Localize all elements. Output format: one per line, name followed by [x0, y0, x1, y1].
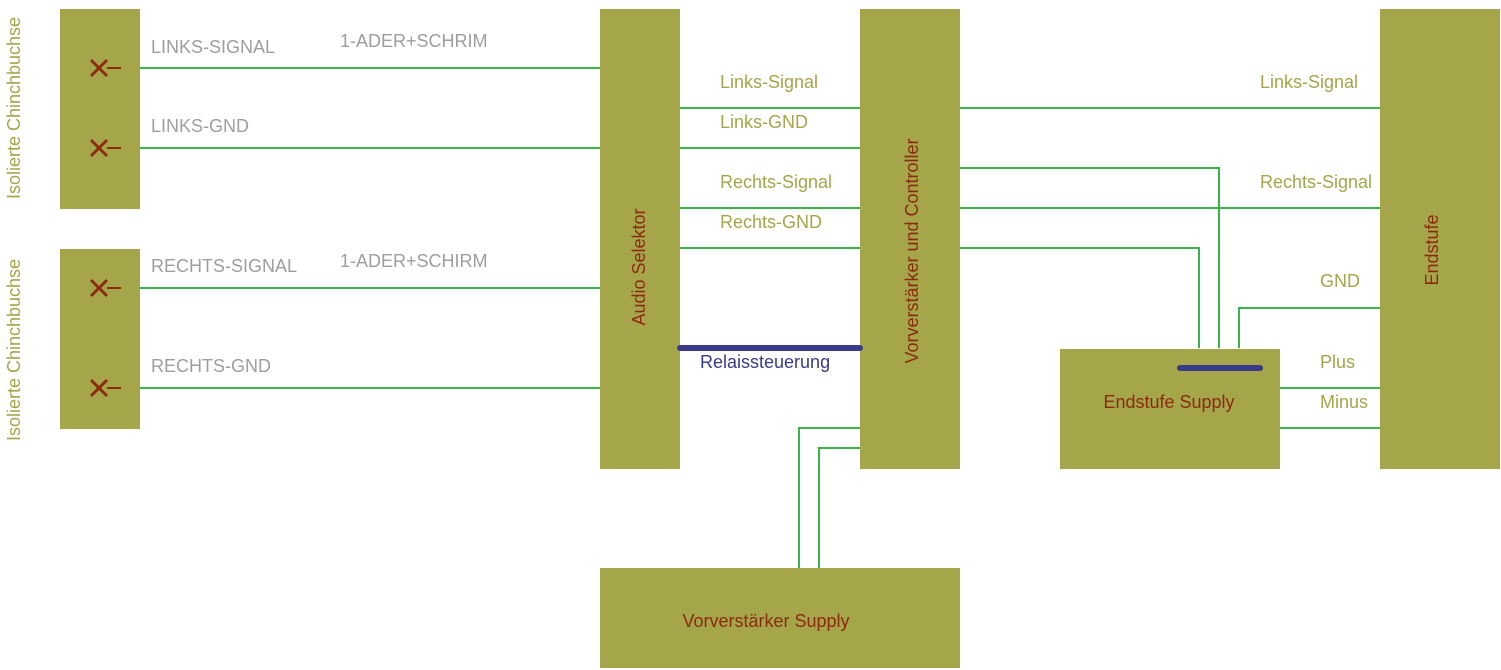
- endstufe-block: [1380, 9, 1500, 469]
- wires: [140, 67, 1380, 568]
- vorverstaerker-supply-block: [600, 568, 960, 668]
- label-mid-links-signal: Links-Signal: [720, 72, 818, 92]
- wire-supply-a: [798, 427, 860, 568]
- label-out-gnd: GND: [1320, 271, 1360, 291]
- wire-ctrl-b: [960, 247, 1200, 348]
- label-links-gnd: LINKS-GND: [151, 116, 249, 136]
- chinch-block-links: [60, 9, 140, 209]
- label-out-plus: Plus: [1320, 352, 1355, 372]
- x-mark-icon: [89, 58, 121, 78]
- vorverstaerker-supply-title: Vorverstärker Supply: [682, 611, 849, 631]
- label-out-minus: Minus: [1320, 392, 1368, 412]
- audio-selektor-block: [600, 9, 680, 469]
- label-relaissteuerung: Relaissteuerung: [700, 352, 830, 372]
- wire-ctrl-a: [960, 167, 1220, 348]
- label-cable-top: 1-ADER+SCHRIM: [340, 31, 488, 51]
- endstufe-title: Endstufe: [1422, 214, 1442, 285]
- wire-supply-b: [818, 447, 860, 568]
- audio-selektor-title: Audio Selektor: [629, 208, 649, 325]
- x-mark-icon: [89, 378, 121, 398]
- label-mid-rechts-signal: Rechts-Signal: [720, 172, 832, 192]
- label-out-links-signal: Links-Signal: [1260, 72, 1358, 92]
- chinch-block-rechts: [60, 249, 140, 429]
- wire-out-gnd: [1238, 307, 1380, 348]
- label-links-signal: LINKS-SIGNAL: [151, 37, 275, 57]
- label-rechts-gnd: RECHTS-GND: [151, 356, 271, 376]
- chinch-links-label: Isolierte Chinchbuchse: [4, 17, 24, 199]
- x-mark-icon: [89, 138, 121, 158]
- label-mid-rechts-gnd: Rechts-GND: [720, 212, 822, 232]
- vorverstaerker-title: Vorverstärker und Controller: [902, 138, 922, 363]
- label-mid-links-gnd: Links-GND: [720, 112, 808, 132]
- connector-marks: [89, 58, 121, 398]
- blocks: [60, 9, 1500, 668]
- vorverstaerker-block: [860, 9, 960, 469]
- endstufe-supply-title: Endstufe Supply: [1103, 392, 1234, 412]
- chinch-rechts-label: Isolierte Chinchbuchse: [4, 259, 24, 441]
- x-mark-icon: [89, 278, 121, 298]
- label-out-rechts-signal: Rechts-Signal: [1260, 172, 1372, 192]
- label-rechts-signal: RECHTS-SIGNAL: [151, 256, 297, 276]
- label-cable-bottom: 1-ADER+SCHIRM: [340, 251, 488, 271]
